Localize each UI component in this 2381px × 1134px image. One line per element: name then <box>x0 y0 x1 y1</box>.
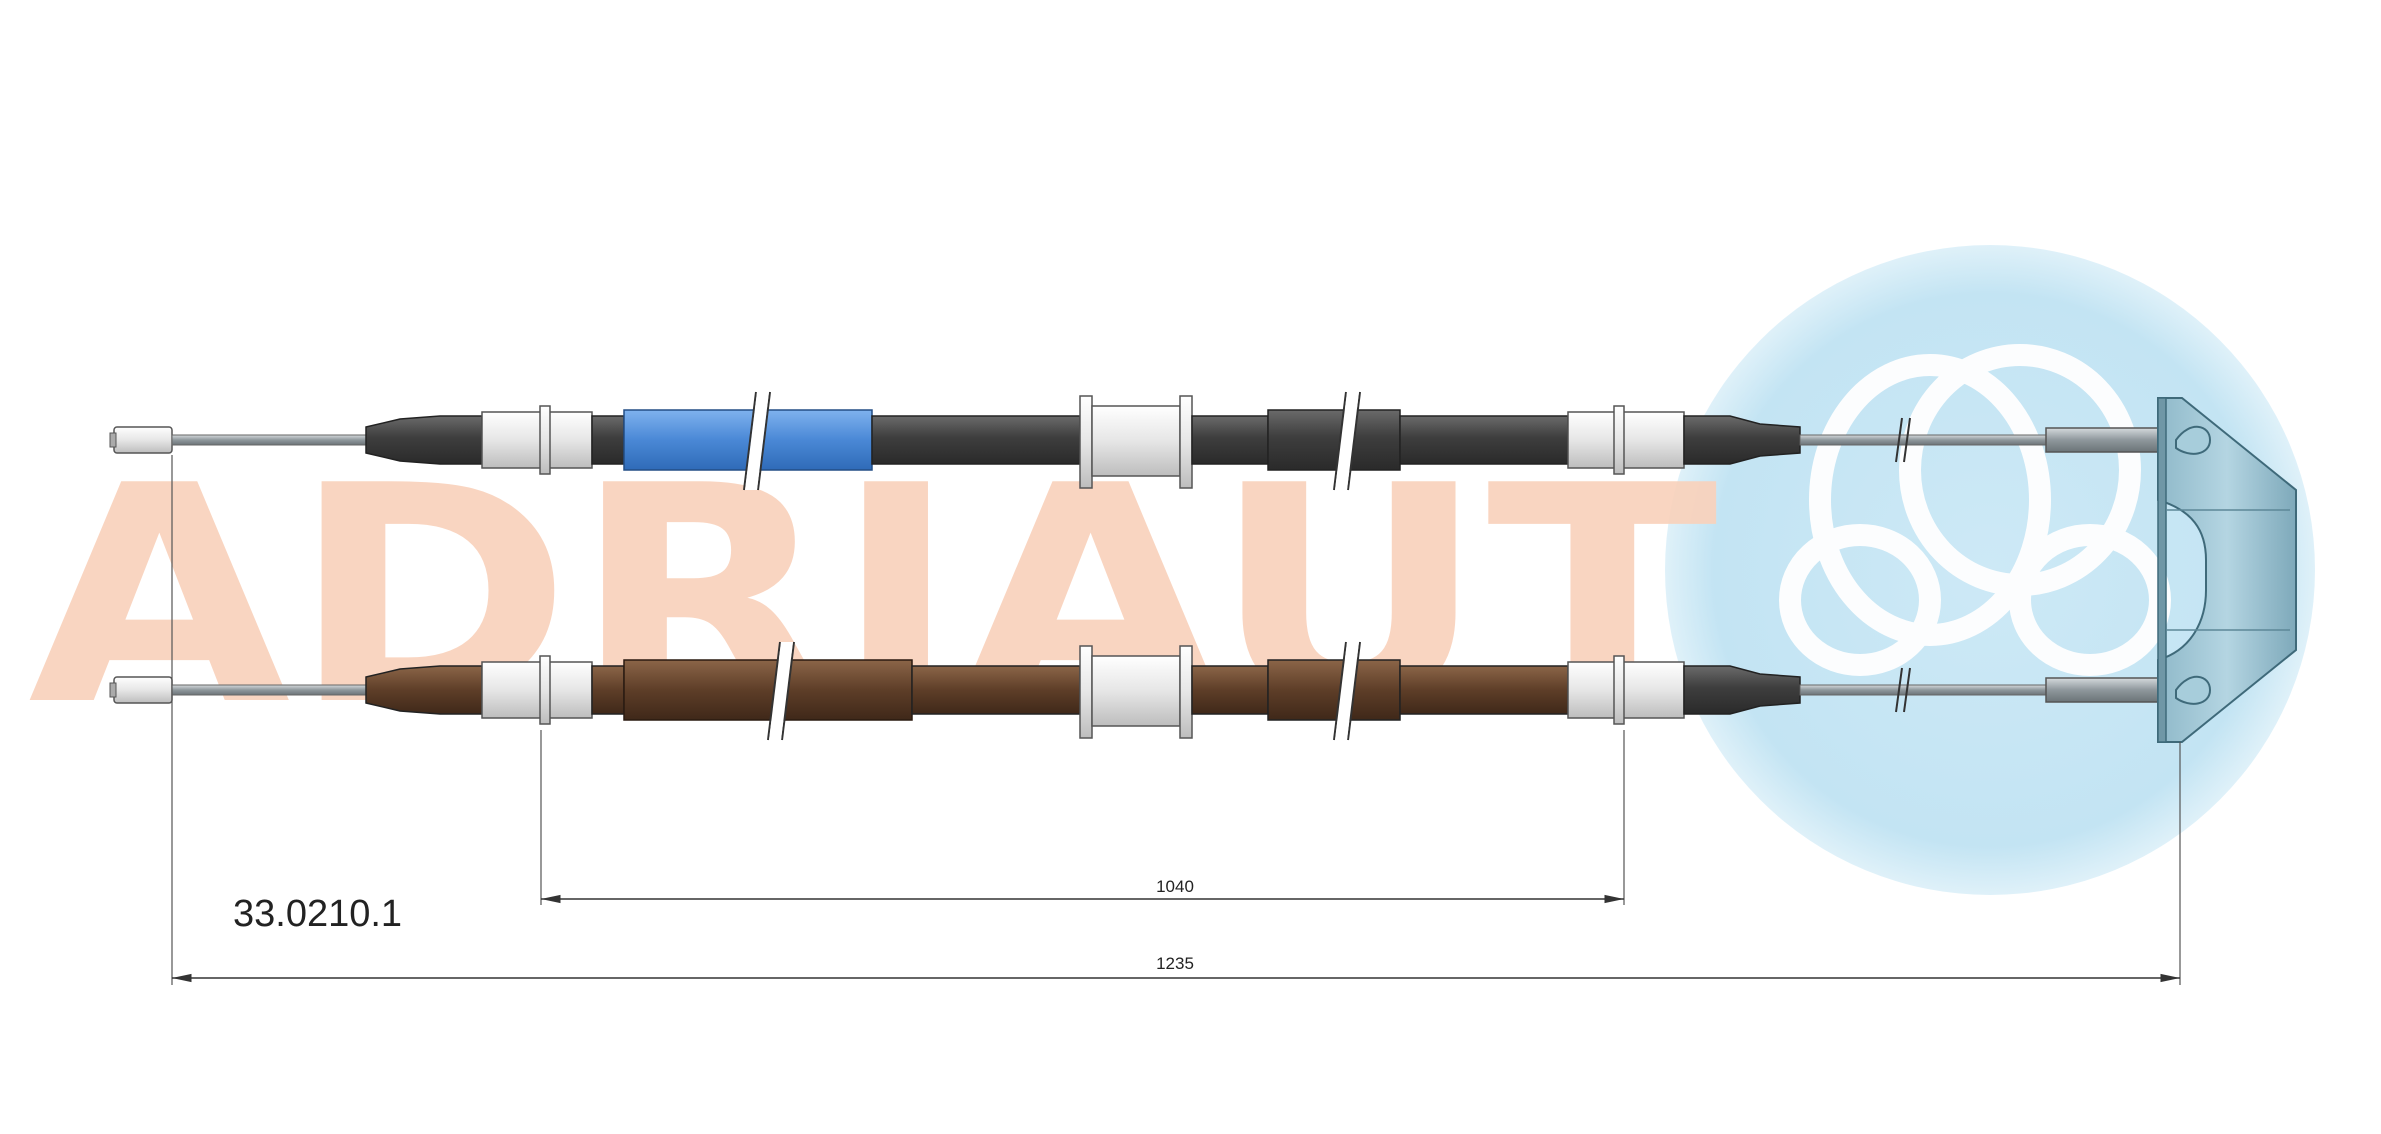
dimension-inner-label: 1040 <box>1156 877 1194 896</box>
sleeve-dark <box>1267 659 1401 721</box>
grommet <box>1567 411 1685 469</box>
cable-upper <box>109 391 2177 491</box>
end-nipple-tip <box>109 682 117 698</box>
wire-end-sleeve <box>2045 677 2177 703</box>
ferrule <box>1683 665 1801 715</box>
part-number: 33.0210.1 <box>233 893 402 935</box>
bracket-hook <box>2175 675 2212 705</box>
outer-sheath <box>591 415 625 465</box>
wire-end-sleeve <box>2045 427 2177 453</box>
ferrule <box>365 665 483 715</box>
ferrule <box>365 415 483 465</box>
watermark-rings <box>1779 344 2171 676</box>
dimension-inner: 1040 <box>541 877 1624 904</box>
inner-wire <box>1799 684 2047 696</box>
end-nipple-tip <box>109 432 117 448</box>
grommet <box>481 411 593 469</box>
inner-wire <box>1799 434 2047 446</box>
outer-sheath <box>871 415 1081 465</box>
watermark-logo: ADRIAUT <box>28 245 2315 895</box>
grommet <box>1567 661 1685 719</box>
outer-sheath <box>1191 415 1269 465</box>
dimension-overall: 1235 <box>172 954 2180 983</box>
clamp <box>1079 645 1093 739</box>
sleeve-brown <box>623 659 913 721</box>
dimension-extension-lines <box>171 455 2181 985</box>
sleeve-dark <box>1267 409 1401 471</box>
inner-wire <box>171 684 369 696</box>
outer-sheath <box>1399 665 1569 715</box>
clamp <box>1079 395 1093 489</box>
inner-wire <box>171 434 369 446</box>
break-mark <box>743 391 1911 491</box>
ferrule <box>1683 415 1801 465</box>
dimension-overall-label: 1235 <box>1156 954 1194 973</box>
grommet <box>481 661 593 719</box>
outer-sheath <box>911 665 1081 715</box>
break-mark <box>767 641 1911 741</box>
outer-sheath <box>1191 665 1269 715</box>
outer-sheath <box>591 665 625 715</box>
end-nipple <box>113 426 173 454</box>
cable-lower <box>109 641 2177 741</box>
outer-sheath <box>1399 415 1569 465</box>
equalizer-bracket <box>2157 397 2297 743</box>
bracket-hook <box>2175 425 2212 455</box>
end-nipple <box>113 676 173 704</box>
